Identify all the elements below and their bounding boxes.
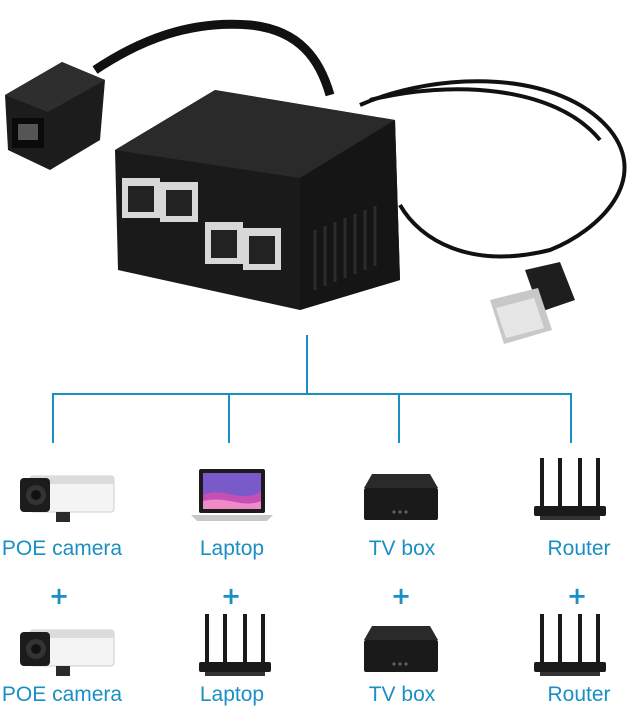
device-label-router: Router	[547, 683, 611, 706]
connector-drop	[52, 393, 54, 443]
plus-sign: +	[220, 582, 242, 610]
plus-sign: +	[48, 582, 70, 610]
female-rj45-jack	[5, 62, 105, 170]
device-label-tv-box: TV box	[368, 683, 436, 706]
security-camera-icon	[20, 629, 115, 676]
router-icon	[534, 458, 606, 520]
rj45-port	[160, 182, 198, 222]
device-label-laptop: Laptop	[199, 537, 265, 560]
rj45-port	[122, 178, 160, 218]
tv-box-icon	[364, 474, 438, 520]
splitter-hub	[115, 90, 400, 310]
connector-bus	[52, 393, 572, 395]
connector-drop	[398, 393, 400, 443]
tv-box-icon	[364, 626, 438, 672]
device-label-poe-camera: POE camera	[1, 683, 123, 706]
laptop-icon	[191, 469, 273, 521]
connector-trunk	[306, 335, 308, 395]
usb-cable	[359, 79, 627, 259]
plus-sign: +	[566, 582, 588, 610]
security-camera-icon	[20, 475, 115, 522]
device-label-poe-camera: POE camera	[1, 537, 123, 560]
rj45-port	[243, 228, 281, 270]
rj45-port	[205, 222, 243, 264]
router-icon	[534, 614, 606, 676]
splitter-product-image	[5, 19, 627, 344]
splitter-cable	[92, 19, 335, 97]
device-label-tv-box: TV box	[368, 537, 436, 560]
router-icon	[199, 614, 271, 676]
device-label-router: Router	[547, 537, 611, 560]
connector-drop	[570, 393, 572, 443]
usb-a-plug	[490, 262, 575, 344]
device-label-laptop: Laptop	[199, 683, 265, 706]
plus-sign: +	[390, 582, 412, 610]
connector-drop	[228, 393, 230, 443]
